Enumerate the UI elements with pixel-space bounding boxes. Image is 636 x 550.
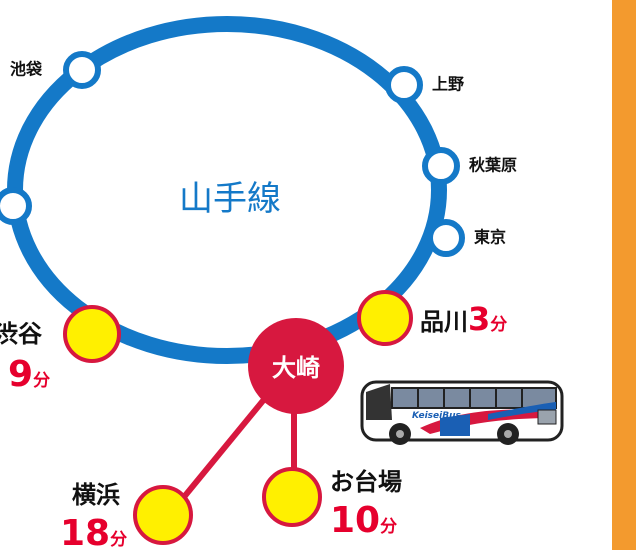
station-akihabara-marker xyxy=(422,147,460,185)
station-ikebukuro-marker xyxy=(63,51,101,89)
station-yokohama-marker xyxy=(133,485,193,545)
station-left-marker xyxy=(0,187,32,225)
station-ueno-marker xyxy=(385,66,423,104)
station-tokyo-label: 東京 xyxy=(474,228,506,247)
station-shibuya-marker xyxy=(63,305,121,363)
station-shinagawa-marker xyxy=(357,290,413,346)
station-yokohama-time: 18分 xyxy=(60,513,127,550)
station-shibuya-time: 9分 xyxy=(8,354,50,395)
station-shinagawa-label: 品川3分 xyxy=(420,300,507,338)
station-odaiba-time: 10分 xyxy=(330,500,397,541)
station-odaiba-marker xyxy=(262,467,322,527)
branch-line-yokohama xyxy=(167,378,283,516)
station-odaiba-name: お台場 xyxy=(330,468,402,496)
bus-brand-text: KeiseiBus xyxy=(412,411,461,421)
station-ikebukuro-label: 池袋 xyxy=(10,60,43,79)
station-akihabara-label: 秋葉原 xyxy=(469,156,517,175)
station-ueno-label: 上野 xyxy=(432,75,464,94)
orange-side-bar xyxy=(612,0,636,550)
station-yokohama-name: 横浜 xyxy=(72,481,120,509)
station-tokyo-marker xyxy=(427,219,465,257)
station-shibuya-name: 渋谷 xyxy=(0,320,43,348)
hub-osaki-label: 大崎 xyxy=(272,354,320,382)
bus-illustration: KeiseiBus xyxy=(360,380,564,445)
hub-osaki-marker xyxy=(248,318,344,414)
line-name: 山手線 xyxy=(179,179,281,219)
